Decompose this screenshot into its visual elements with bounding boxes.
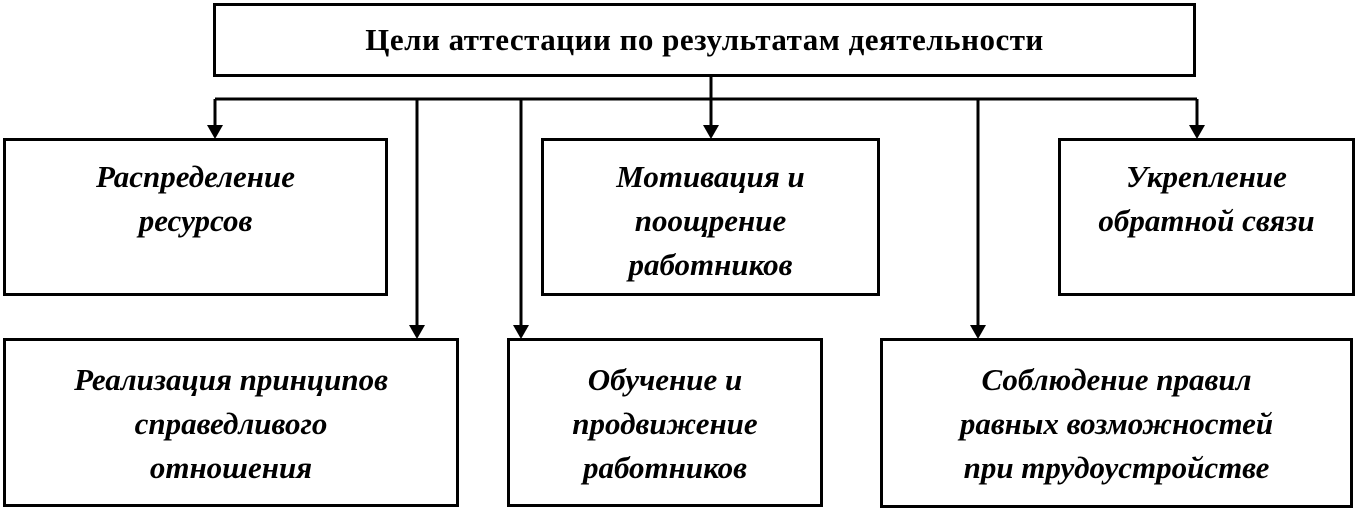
arrowhead-resource-allocation [207,125,223,139]
node-fair-treatment: Реализация принципов справедливого отнош… [3,338,459,507]
node-equal-opportunity: Соблюдение правил равных возможностей пр… [880,338,1353,508]
arrowhead-motivation [703,125,719,139]
arrowhead-fair-treatment [409,325,425,339]
node-feedback: Укрепление обратной связи [1058,138,1355,296]
node-training-promotion-label: Обучение и продвижение работников [572,362,758,485]
node-motivation: Мотивация и поощрение работников [541,138,880,296]
node-resource-allocation: Распределение ресурсов [3,138,388,296]
node-equal-opportunity-label: Соблюдение правил равных возможностей пр… [959,362,1274,485]
node-motivation-label: Мотивация и поощрение работников [616,159,805,282]
node-feedback-label: Укрепление обратной связи [1098,159,1315,238]
diagram-title-box: Цели аттестации по результатам деятельно… [213,3,1196,77]
node-resource-allocation-label: Распределение ресурсов [96,159,295,238]
node-fair-treatment-label: Реализация принципов справедливого отнош… [74,362,388,485]
node-training-promotion: Обучение и продвижение работников [507,338,823,507]
arrowhead-training-promotion [513,325,529,339]
arrowhead-equal-opportunity [970,325,986,339]
arrowhead-feedback [1189,125,1205,139]
diagram-title: Цели аттестации по результатам деятельно… [365,22,1044,57]
